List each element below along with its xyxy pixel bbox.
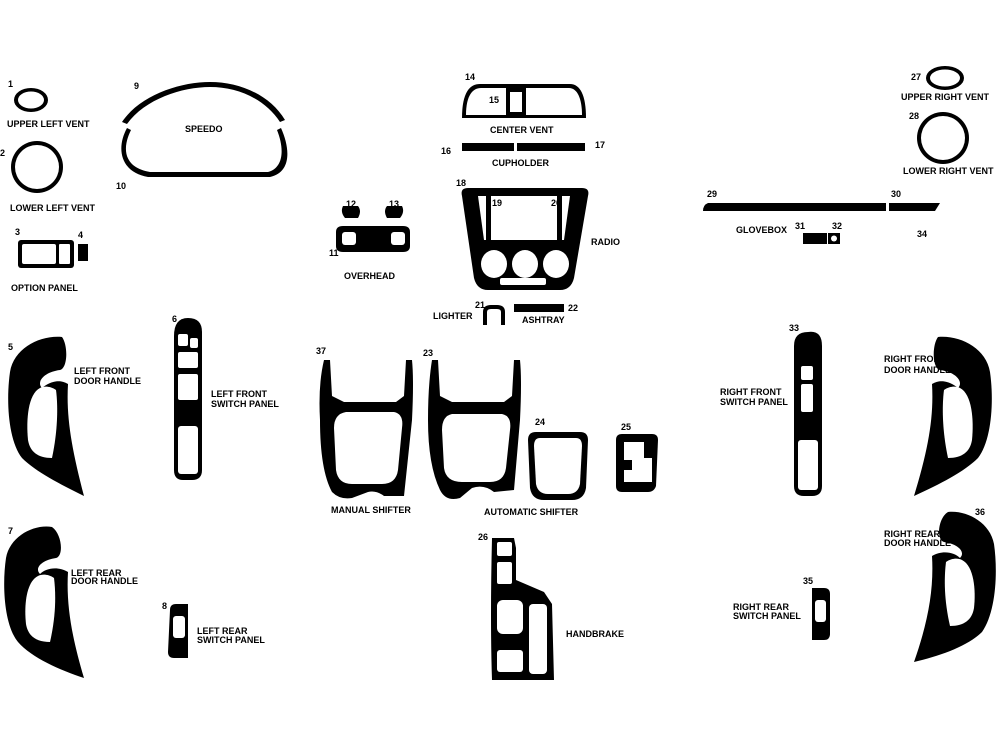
lower-right-vent-label: LOWER RIGHT VENT: [903, 166, 994, 176]
left-rear-switch-panel-label-1: LEFT REAR: [197, 626, 248, 636]
ashtray-part[interactable]: [514, 304, 564, 312]
right-rear-switch-panel-label-2: SWITCH PANEL: [733, 611, 801, 621]
part-number-8: 8: [162, 601, 167, 611]
part-number-5: 5: [8, 342, 13, 352]
upper-right-vent-part[interactable]: [926, 66, 964, 90]
part-number-21: 21: [475, 300, 485, 310]
left-front-switch-panel-label-1: LEFT FRONT: [211, 389, 267, 399]
part-number-14: 14: [465, 72, 475, 82]
part-number-9: 9: [134, 81, 139, 91]
shifter-surround-part[interactable]: [528, 432, 588, 500]
left-front-door-handle-part[interactable]: [8, 336, 84, 496]
automatic-shifter-label: AUTOMATIC SHIFTER: [484, 507, 579, 517]
right-rear-door-handle-label-2: DOOR HANDLE: [884, 538, 951, 548]
part-number-24: 24: [535, 417, 545, 427]
overhead-console-part[interactable]: [336, 206, 410, 252]
center-vent-part[interactable]: [462, 84, 586, 118]
part-number-16: 16: [441, 146, 451, 156]
part-number-4: 4: [78, 230, 83, 240]
lower-left-vent-part[interactable]: [11, 141, 63, 193]
part-number-28: 28: [909, 111, 919, 121]
left-rear-door-handle-label-1: LEFT REAR: [71, 568, 122, 578]
upper-right-vent-label: UPPER RIGHT VENT: [901, 92, 990, 102]
right-front-switch-panel-label-1: RIGHT FRONT: [720, 387, 782, 397]
right-front-door-handle-label-1: RIGHT FRONT: [884, 354, 946, 364]
part-number-29: 29: [707, 189, 717, 199]
right-front-switch-panel-part[interactable]: [794, 331, 822, 496]
part-number-27: 27: [911, 72, 921, 82]
left-rear-door-handle-label-2: DOOR HANDLE: [71, 576, 138, 586]
part-number-6: 6: [172, 314, 177, 324]
part-number-19: 19: [492, 198, 502, 208]
part-number-22: 22: [568, 303, 578, 313]
glovebox-label: GLOVEBOX: [736, 225, 787, 235]
left-front-switch-panel-label-2: SWITCH PANEL: [211, 399, 279, 409]
option-panel-label: OPTION PANEL: [11, 283, 78, 293]
right-rear-door-handle-part[interactable]: [914, 511, 996, 662]
part-number-12: 12: [346, 199, 356, 209]
center-vent-label: CENTER VENT: [490, 125, 554, 135]
left-front-switch-panel-part[interactable]: [174, 318, 202, 480]
manual-shifter-label: MANUAL SHIFTER: [331, 505, 411, 515]
part-number-35: 35: [803, 576, 813, 586]
left-rear-switch-panel-part[interactable]: [168, 604, 188, 658]
glovebox-trim-part[interactable]: [703, 203, 940, 244]
part-number-11: 11: [329, 248, 339, 258]
part-number-13: 13: [389, 199, 399, 209]
handbrake-label: HANDBRAKE: [566, 629, 624, 639]
right-front-switch-panel-label-2: SWITCH PANEL: [720, 397, 788, 407]
lighter-part[interactable]: [483, 305, 505, 325]
part-number-23: 23: [423, 348, 433, 358]
left-rear-door-handle-part[interactable]: [4, 526, 84, 678]
part-number-36: 36: [975, 507, 985, 517]
part-number-20: 20: [551, 198, 561, 208]
part-number-3: 3: [15, 227, 20, 237]
manual-shifter-part[interactable]: [319, 360, 414, 499]
upper-left-vent-label: UPPER LEFT VENT: [7, 119, 90, 129]
lower-left-vent-label: LOWER LEFT VENT: [10, 203, 95, 213]
part-number-33: 33: [789, 323, 799, 333]
part-number-15: 15: [489, 95, 499, 105]
part-number-30: 30: [891, 189, 901, 199]
radio-label: RADIO: [591, 237, 620, 247]
left-front-door-handle-label-2: DOOR HANDLE: [74, 376, 141, 386]
part-number-18: 18: [456, 178, 466, 188]
ashtray-label: ASHTRAY: [522, 315, 565, 325]
option-panel-part[interactable]: [18, 240, 88, 268]
radio-bezel-part[interactable]: [461, 188, 589, 290]
overhead-label: OVERHEAD: [344, 271, 396, 281]
part-number-1: 1: [8, 79, 13, 89]
cupholder-part[interactable]: [462, 143, 585, 151]
right-front-door-handle-part[interactable]: [914, 336, 992, 496]
upper-left-vent-part[interactable]: [14, 88, 48, 112]
part-number-2: 2: [0, 148, 5, 158]
left-rear-switch-panel-label-2: SWITCH PANEL: [197, 635, 265, 645]
part-number-7: 7: [8, 526, 13, 536]
right-rear-switch-panel-label-1: RIGHT REAR: [733, 602, 790, 612]
handbrake-part[interactable]: [491, 538, 554, 680]
automatic-shifter-part[interactable]: [428, 360, 521, 499]
part-number-31: 31: [795, 221, 805, 231]
speedo-label: SPEEDO: [185, 124, 223, 134]
part-number-37: 37: [316, 346, 326, 356]
part-number-34: 34: [917, 229, 927, 239]
lower-right-vent-part[interactable]: [917, 112, 969, 164]
right-front-door-handle-label-2: DOOR HANDLE: [884, 365, 951, 375]
lighter-label: LIGHTER: [433, 311, 473, 321]
part-number-26: 26: [478, 532, 488, 542]
shift-gate-plate-part[interactable]: [616, 434, 658, 492]
right-rear-switch-panel-part[interactable]: [812, 588, 830, 640]
speedo-bezel-part[interactable]: [121, 82, 288, 177]
left-front-door-handle-label-1: LEFT FRONT: [74, 366, 130, 376]
cupholder-label: CUPHOLDER: [492, 158, 550, 168]
part-number-32: 32: [832, 221, 842, 231]
part-number-25: 25: [621, 422, 631, 432]
right-rear-door-handle-label-1: RIGHT REAR: [884, 529, 941, 539]
part-number-10: 10: [116, 181, 126, 191]
part-number-17: 17: [595, 140, 605, 150]
